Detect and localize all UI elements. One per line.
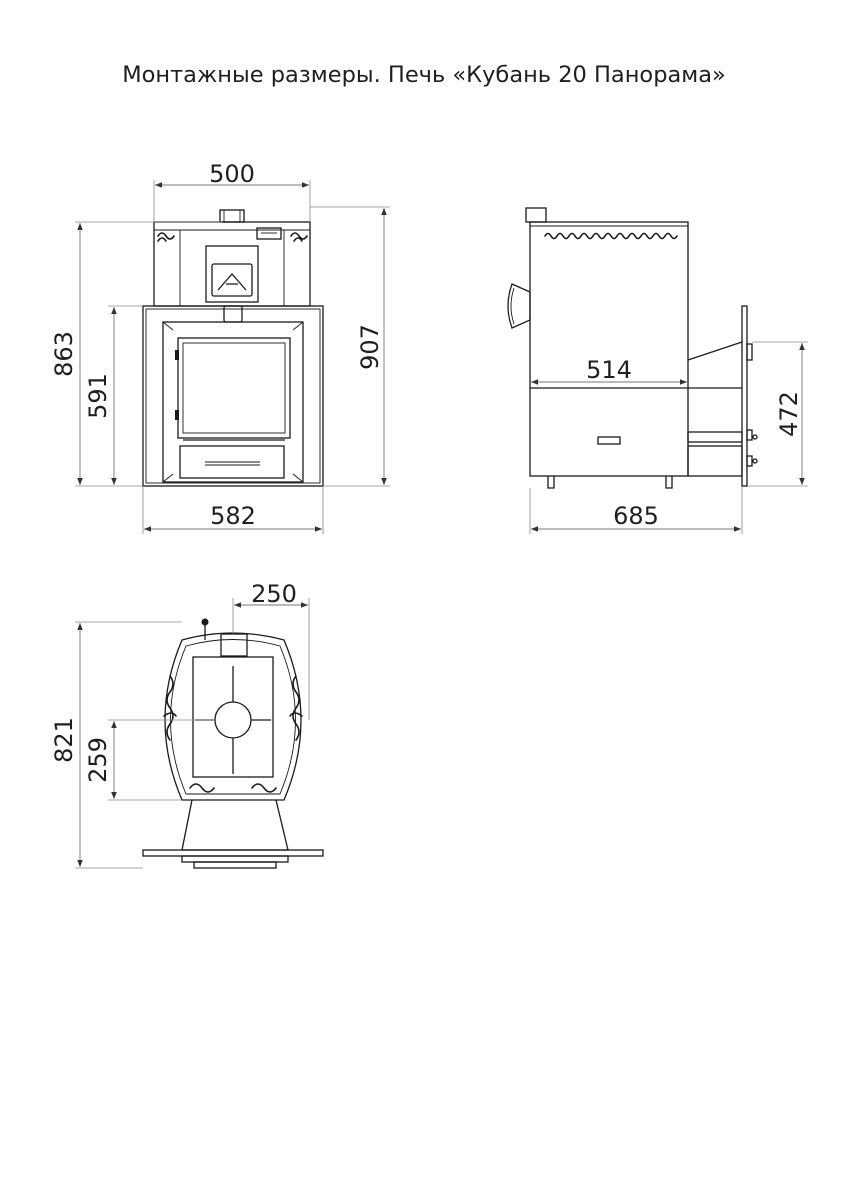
front-view: 500 863 591 907 582 (50, 160, 390, 534)
nameplate (256, 227, 282, 240)
side-portal-plate (741, 305, 748, 487)
firebox-frame (162, 321, 304, 483)
house-logo-icon (217, 273, 247, 291)
dim-side-inner-length: 514 (586, 356, 632, 384)
top-stone-grid (192, 656, 274, 778)
top-ornament-bottom-right-icon (251, 783, 277, 793)
side-foot-right (665, 476, 673, 489)
drawing-title: Монтажные размеры. Печь «Кубань 20 Панор… (122, 62, 726, 88)
dim-front-height-outer: 907 (356, 324, 384, 370)
dim-front-height-total: 863 (50, 331, 78, 377)
dim-top-center-offset: 259 (84, 737, 112, 783)
top-ornament-right-icon (289, 675, 303, 741)
ornament-left-icon (157, 232, 175, 242)
dim-top-offset: 250 (251, 580, 297, 608)
top-chimney (220, 633, 248, 657)
top-body (164, 632, 302, 801)
side-ash-slot (597, 436, 621, 445)
top-portal-plate (142, 849, 324, 857)
side-damper-handle (507, 283, 531, 329)
dim-front-bottom-width: 582 (210, 502, 256, 530)
damper-handle (223, 305, 243, 323)
side-view: 514 472 685 (507, 207, 808, 534)
ash-drawer (179, 445, 285, 479)
heater-door-panel (211, 263, 253, 297)
top-view: 250 821 259 (50, 580, 324, 869)
top-ornament-bottom-left-icon (189, 783, 215, 793)
heater-door (205, 245, 259, 303)
ornament-right-icon (290, 232, 308, 242)
dim-top-total-depth: 821 (50, 717, 78, 763)
dim-front-top-width: 500 (209, 160, 255, 188)
side-chimney (525, 207, 547, 223)
dim-front-height-portal: 591 (84, 373, 112, 419)
chimney-opening (214, 701, 252, 739)
top-firebox-tunnel (181, 799, 289, 851)
side-ornament-icon (544, 232, 678, 240)
glass-door (177, 337, 291, 439)
firebox-tunnel (687, 341, 743, 389)
side-body (529, 221, 689, 477)
top-knob (201, 618, 209, 626)
top-ornament-left-icon (163, 675, 177, 741)
chimney-stub (219, 209, 245, 223)
dim-side-total-length: 685 (613, 502, 659, 530)
front-portal (142, 305, 324, 487)
side-foot-left (547, 476, 555, 489)
dim-side-mount-height: 472 (775, 391, 803, 437)
